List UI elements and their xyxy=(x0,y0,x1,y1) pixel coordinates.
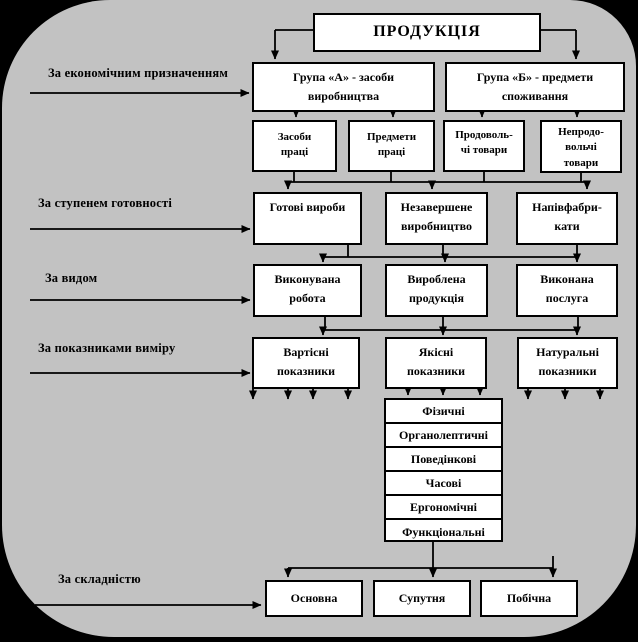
box-semifinished-products: Напівфабри- кати xyxy=(516,192,618,245)
label-by-complexity: За складністю xyxy=(58,572,141,586)
box-produced-output: Вироблена продукція xyxy=(385,264,488,317)
box-means-of-labor: Засоби праці xyxy=(252,120,337,172)
box-main-product: Основна xyxy=(265,580,363,617)
label-by-kind: За видом xyxy=(45,271,98,285)
list-item-organoleptic: Органолептичні xyxy=(386,424,501,448)
box-nonfood-goods: Непродо- вольчі товари xyxy=(540,120,622,173)
box-group-a-means-of-production: Група «А» - засоби виробництва xyxy=(252,62,435,112)
box-byproduct: Побічна xyxy=(480,580,578,617)
label-economic-purpose: За економічним призначенням xyxy=(48,66,229,80)
box-finished-products: Готові вироби xyxy=(253,192,362,245)
list-item-functional: Функціональні xyxy=(402,524,485,539)
box-natural-indicators: Натуральні показники xyxy=(517,337,618,389)
box-rendered-service: Виконана послуга xyxy=(516,264,618,317)
box-performed-work: Виконувана робота xyxy=(253,264,362,317)
box-group-b-consumer-goods: Група «Б» - предмети споживання xyxy=(445,62,625,112)
box-work-in-progress: Незавершене виробництво xyxy=(385,192,488,245)
box-objects-of-labor: Предмети праці xyxy=(348,120,435,172)
list-item-temporal: Часові xyxy=(386,472,501,496)
list-item-behavioral: Поведінкові xyxy=(386,448,501,472)
box-quality-indicators: Якісні показники xyxy=(385,337,487,389)
box-accompanying-product: Супутня xyxy=(373,580,471,617)
list-item-physical: Фізичні xyxy=(386,400,501,424)
quality-indicator-list: Фізичні Органолептичні Поведінкові Часов… xyxy=(384,398,503,542)
box-value-indicators: Вартісні показники xyxy=(252,337,360,389)
list-item-ergonomic: Ергономічні xyxy=(386,496,501,520)
box-products-title: ПРОДУКЦІЯ xyxy=(313,13,541,52)
box-food-goods: Продоволь- чі товари xyxy=(443,120,525,172)
label-measure-indicators: За показниками виміру xyxy=(38,341,176,355)
label-readiness-degree: За ступенем готовності xyxy=(38,196,173,210)
